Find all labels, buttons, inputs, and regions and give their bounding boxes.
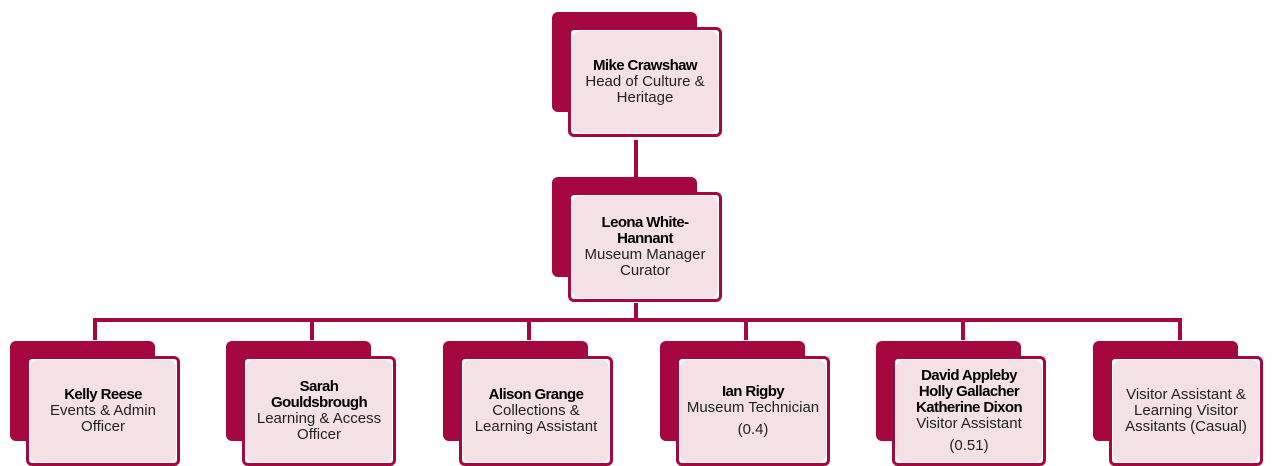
connector-drop-4 [744,318,748,340]
job-title: Museum Manager Curator [584,246,706,279]
job-title: Events & Admin Officer [50,402,156,435]
connector-top-to-manager [634,140,638,186]
job-title: Head of Culture & Heritage [585,73,705,106]
fte-value: (0.51) [949,437,989,454]
person-name: Leona White- [601,214,690,231]
connector-manager-down [634,303,638,322]
connector-drop-6 [1178,318,1182,340]
job-title: Learning & Access Officer [256,410,382,443]
connector-horizontal-bar [93,318,1182,322]
person-name: Holly Gallacher [918,383,1020,400]
job-title: Visitor Assistant [916,415,1022,432]
person-name: Sarah [299,378,339,395]
connector-drop-1 [93,318,97,340]
job-title: Collections & Learning Assistant [474,402,598,435]
person-name: Mike Crawshaw [593,57,698,74]
connector-drop-5 [961,318,965,340]
person-name: Ian Rigby [721,383,785,400]
connector-drop-2 [310,318,314,340]
job-title: Museum Technician [686,399,820,416]
fte-value: (0.4) [737,421,769,438]
person-name: Hannant [617,230,673,247]
job-title: Visitor Assistant & Learning Visitor Ass… [1125,386,1247,435]
person-name: Alison Grange [488,386,584,403]
card-label: Visitor Assistant & Learning Visitor Ass… [1113,360,1259,462]
node-staff-6: Visitor Assistant & Learning Visitor Ass… [1093,341,1263,466]
person-name: Gouldsbrough [270,394,368,411]
person-name: David Appleby [921,367,1017,384]
person-name: Kelly Reese [64,386,142,403]
person-name: Katherine Dixon [915,399,1023,416]
connector-drop-3 [527,318,531,340]
